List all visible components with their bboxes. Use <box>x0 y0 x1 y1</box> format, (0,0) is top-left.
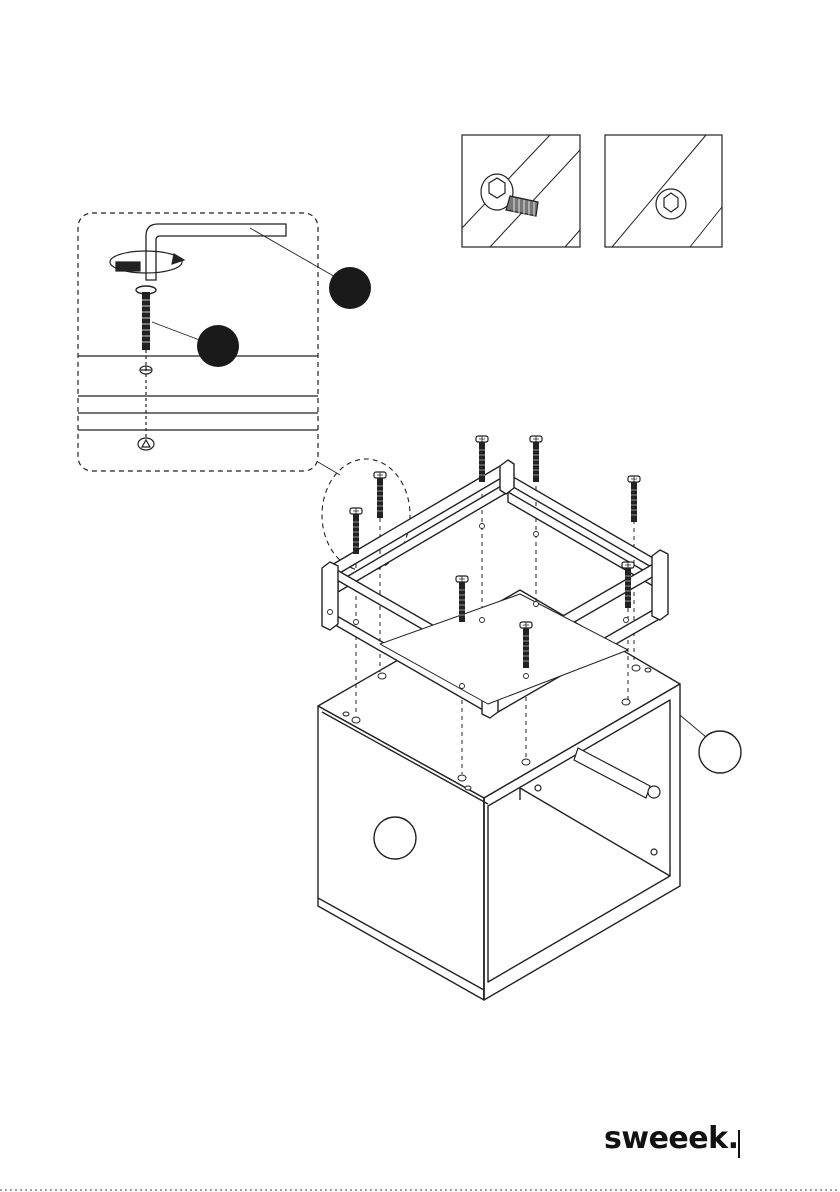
bolt-icon <box>136 286 156 350</box>
callout-hex-key <box>329 267 371 309</box>
hex-key-icon <box>146 224 286 280</box>
callout-panel-top <box>699 731 741 773</box>
detail-bolt-after <box>605 135 722 247</box>
brand-logo: sweeek. <box>604 1124 738 1154</box>
callout-panel-front <box>374 817 416 859</box>
brand-separator <box>738 1130 740 1158</box>
detail-bolt-before <box>462 135 580 247</box>
callout-bolt <box>197 325 239 367</box>
